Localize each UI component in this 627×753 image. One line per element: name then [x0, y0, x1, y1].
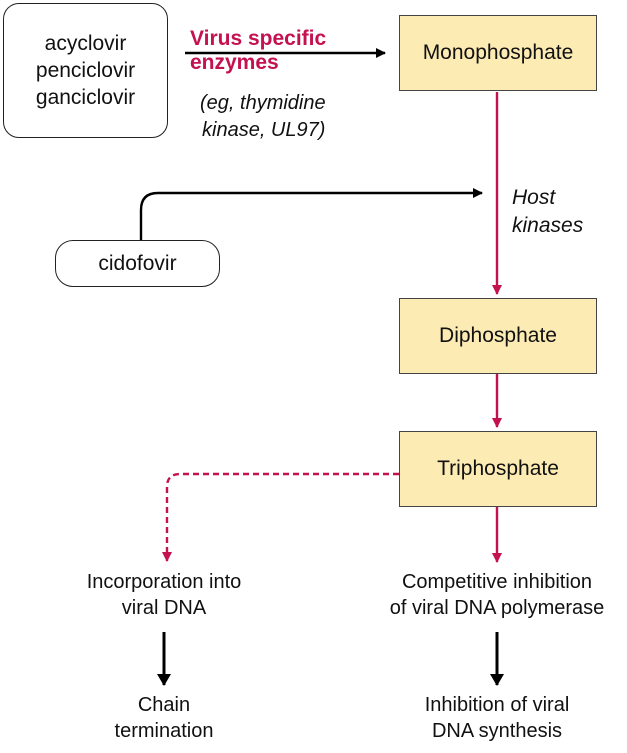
host-kinases-line1: Host	[512, 186, 556, 209]
dashed-arrow-triphosphate-to-incorporation	[162, 472, 399, 562]
chain-termination-line1: Chain	[137, 694, 191, 716]
enzymes-label-line1: Virus specific	[190, 27, 327, 50]
host-kinases-line2: kinases	[512, 214, 584, 237]
dna-synthesis-line1: Inhibition of viral	[424, 694, 570, 716]
arrow-cidofovir-to-host-kinases	[139, 188, 483, 240]
host-kinases-label: Host kinases	[512, 184, 583, 240]
incorporation-into-viral-dna-text: Incorporation into viral DNA	[44, 569, 284, 621]
virus-specific-enzymes-label: Virus specific enzymes	[190, 27, 326, 75]
diphosphate-label: Diphosphate	[439, 324, 557, 347]
enzymes-label-line2: enzymes	[190, 51, 279, 74]
diphosphate-box: Diphosphate	[399, 298, 597, 374]
triphosphate-box: Triphosphate	[399, 431, 597, 507]
triphosphate-label: Triphosphate	[437, 457, 559, 480]
chain-termination-line2: termination	[114, 720, 214, 742]
cidofovir-box: cidofovir	[55, 240, 220, 287]
inhibition-of-dna-synthesis-text: Inhibition of viral DNA synthesis	[387, 692, 607, 744]
competitive-inhibition-line2: of viral DNA polymerase	[389, 597, 605, 619]
drug-acyclovir-label: acyclovir	[44, 32, 127, 55]
drug-group-box: acyclovir penciclovir ganciclovir	[3, 3, 168, 138]
enzyme-examples-line2: kinase, UL97)	[202, 119, 326, 141]
drug-ganciclovir-label: ganciclovir	[35, 86, 136, 109]
monophosphate-box: Monophosphate	[399, 15, 597, 91]
incorporation-line1: Incorporation into	[86, 571, 242, 593]
enzyme-examples-label: (eg, thymidine kinase, UL97)	[200, 90, 326, 144]
cidofovir-label: cidofovir	[98, 251, 177, 275]
drug-penciclovir-label: penciclovir	[35, 59, 136, 82]
dna-synthesis-line2: DNA synthesis	[431, 720, 563, 742]
chain-termination-text: Chain termination	[84, 692, 244, 744]
competitive-inhibition-text: Competitive inhibition of viral DNA poly…	[362, 569, 627, 621]
competitive-inhibition-line1: Competitive inhibition	[401, 571, 593, 593]
enzyme-examples-line1: (eg, thymidine	[200, 92, 326, 114]
monophosphate-label: Monophosphate	[422, 41, 574, 64]
incorporation-line2: viral DNA	[121, 597, 207, 619]
